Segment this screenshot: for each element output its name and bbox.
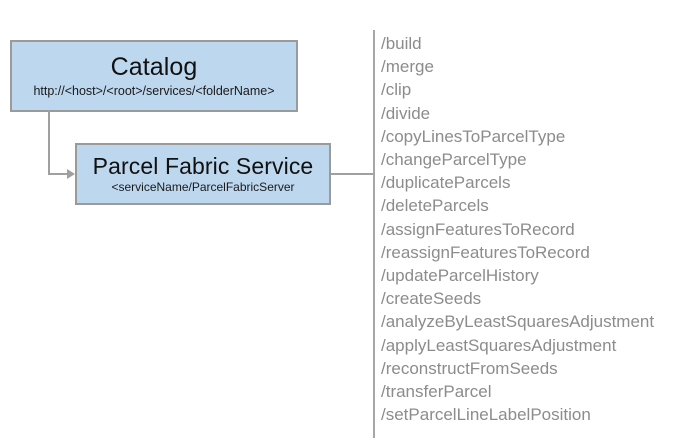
operation-item: /applyLeastSquaresAdjustment <box>381 335 617 355</box>
arrowhead-icon <box>67 169 75 179</box>
operation-item: /setParcelLineLabelPosition <box>381 405 591 425</box>
operation-item: /clip <box>381 80 412 100</box>
operation-item: /transferParcel <box>381 382 492 402</box>
node-catalog-url: http://<host>/<root>/services/<folderNam… <box>33 83 275 98</box>
node-parcel-fabric-service-path: <serviceName/ParcelFabricServer <box>111 179 295 194</box>
connector-catalog-horizontal <box>48 173 73 175</box>
operation-item: /createSeeds <box>381 289 482 309</box>
operation-item: /build <box>381 34 422 53</box>
connector-service-to-operations <box>331 173 375 175</box>
operation-item: /duplicateParcels <box>381 173 511 193</box>
operation-item: /assignFeaturesToRecord <box>381 219 575 239</box>
operation-item: /updateParcelHistory <box>381 266 539 286</box>
operation-item: /merge <box>381 57 434 77</box>
node-parcel-fabric-service: Parcel Fabric Service <serviceName/Parce… <box>75 143 331 205</box>
operations-list: /build/merge/clip/divide/copyLinesToParc… <box>381 32 681 426</box>
operations-divider-line <box>373 30 375 438</box>
operation-item: /analyzeByLeastSquaresAdjustment <box>381 312 655 332</box>
operation-item: /reassignFeaturesToRecord <box>381 242 590 262</box>
operation-item: /copyLinesToParcelType <box>381 126 566 146</box>
node-catalog: Catalog http://<host>/<root>/services/<f… <box>10 40 298 112</box>
operation-item: /changeParcelType <box>381 150 527 170</box>
node-catalog-title: Catalog <box>110 52 198 81</box>
operation-item: /divide <box>381 103 431 123</box>
node-parcel-fabric-service-title: Parcel Fabric Service <box>92 152 314 179</box>
operation-item: /deleteParcels <box>381 196 489 216</box>
connector-catalog-vertical <box>48 110 50 175</box>
operation-item: /reconstructFromSeeds <box>381 358 558 378</box>
